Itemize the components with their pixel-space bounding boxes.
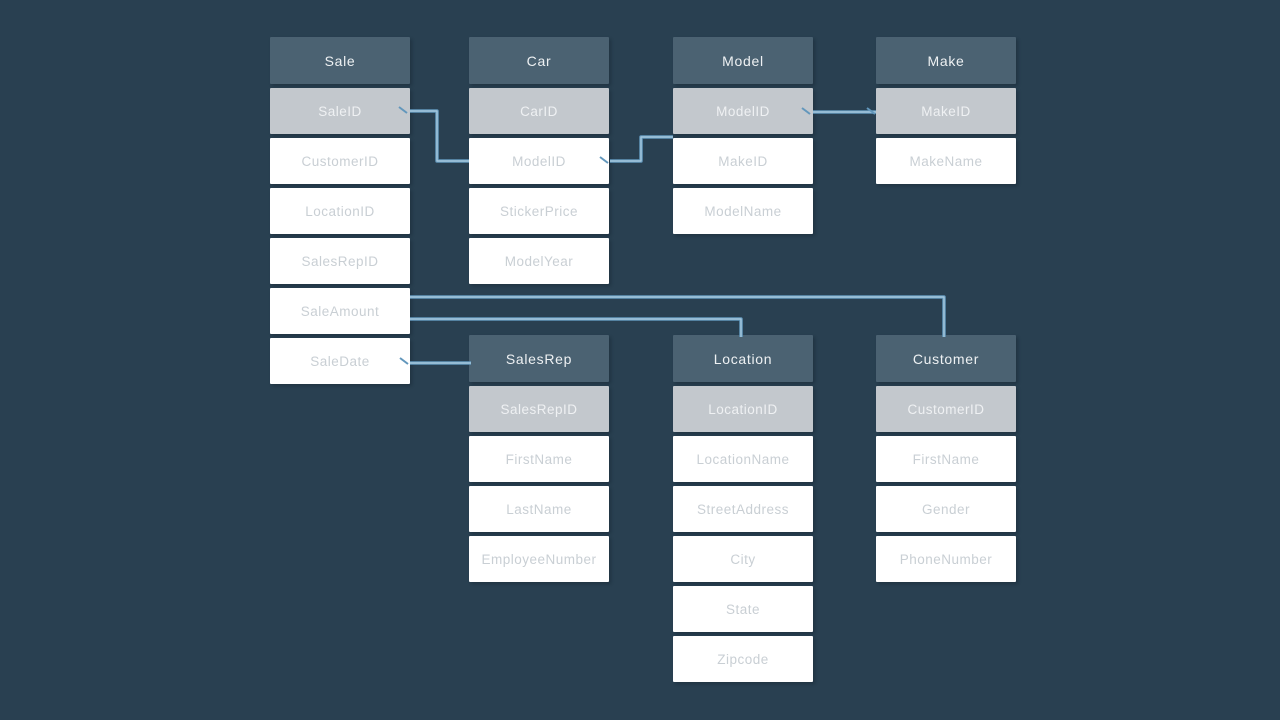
field-row-streetaddress: StreetAddress bbox=[673, 486, 813, 532]
field-row-stickerprice: StickerPrice bbox=[469, 188, 609, 234]
field-row-firstname: FirstName bbox=[469, 436, 609, 482]
primary-key-row-modelid: ModelID bbox=[673, 88, 813, 134]
table-title-customer: Customer bbox=[876, 335, 1016, 382]
field-row-saledate: SaleDate bbox=[270, 338, 410, 384]
field-row-makeid: MakeID bbox=[673, 138, 813, 184]
table-title-location: Location bbox=[673, 335, 813, 382]
field-row-lastname: LastName bbox=[469, 486, 609, 532]
table-title-model: Model bbox=[673, 37, 813, 84]
field-row-salesrepid: SalesRepID bbox=[270, 238, 410, 284]
field-row-locationid: LocationID bbox=[270, 188, 410, 234]
field-row-employeenumber: EmployeeNumber bbox=[469, 536, 609, 582]
field-row-gender: Gender bbox=[876, 486, 1016, 532]
field-row-locationname: LocationName bbox=[673, 436, 813, 482]
field-row-saleamount: SaleAmount bbox=[270, 288, 410, 334]
field-row-firstname: FirstName bbox=[876, 436, 1016, 482]
table-title-car: Car bbox=[469, 37, 609, 84]
table-title-make: Make bbox=[876, 37, 1016, 84]
primary-key-row-salesrepid: SalesRepID bbox=[469, 386, 609, 432]
field-row-city: City bbox=[673, 536, 813, 582]
field-row-modelyear: ModelYear bbox=[469, 238, 609, 284]
primary-key-row-carid: CarID bbox=[469, 88, 609, 134]
primary-key-row-locationid: LocationID bbox=[673, 386, 813, 432]
table-title-salesrep: SalesRep bbox=[469, 335, 609, 382]
table-title-sale: Sale bbox=[270, 37, 410, 84]
primary-key-row-makeid: MakeID bbox=[876, 88, 1016, 134]
field-row-makename: MakeName bbox=[876, 138, 1016, 184]
field-row-modelid: ModelID bbox=[469, 138, 609, 184]
primary-key-row-customerid: CustomerID bbox=[876, 386, 1016, 432]
field-row-modelname: ModelName bbox=[673, 188, 813, 234]
field-row-customerid: CustomerID bbox=[270, 138, 410, 184]
field-row-phonenumber: PhoneNumber bbox=[876, 536, 1016, 582]
field-row-zipcode: Zipcode bbox=[673, 636, 813, 682]
primary-key-row-saleid: SaleID bbox=[270, 88, 410, 134]
field-row-state: State bbox=[673, 586, 813, 632]
